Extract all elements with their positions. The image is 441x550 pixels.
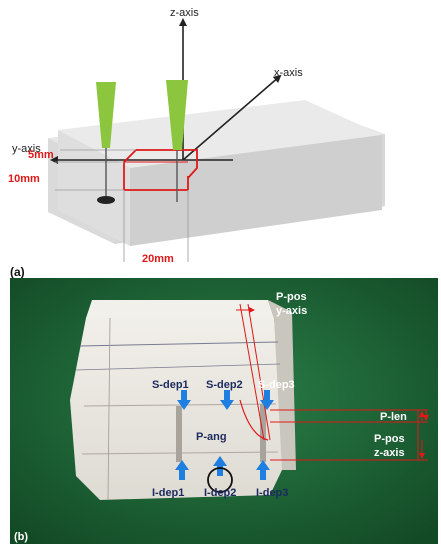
photo-block-side	[268, 300, 296, 470]
dim-10mm-label: 10mm	[8, 173, 40, 185]
label-plen: P-len	[380, 411, 407, 423]
panel-a: z-axis x-axis y-axis 5mm 10mm 20mm (a)	[8, 7, 385, 279]
x-axis-line	[182, 74, 282, 161]
blue-arrow-idep1	[175, 460, 189, 480]
label-ppos-y-1: P-pos	[276, 291, 307, 303]
blue-arrow-idep2	[213, 456, 227, 476]
x-axis-label: x-axis	[274, 67, 303, 79]
panel-b-label: (b)	[14, 531, 28, 543]
needle-left-body	[96, 82, 116, 148]
y-axis-label: y-axis	[12, 143, 41, 155]
label-ppos-z-2: z-axis	[374, 447, 405, 459]
blue-arrow-sdep3	[260, 390, 274, 410]
red-line-ppos-y-2	[247, 303, 271, 441]
label-ppos-z-1: P-pos	[374, 433, 405, 445]
panel-b: P-pos y-axis S-dep1 S-dep2 S-dep3 P-ang …	[10, 278, 438, 544]
slit-1	[176, 406, 182, 462]
block-line-3	[83, 403, 277, 407]
label-sdep2: S-dep2	[206, 379, 243, 391]
label-idep2: I-dep2	[204, 487, 236, 499]
block-front	[58, 130, 130, 246]
needle-right-body	[166, 80, 188, 150]
black-circle-marker	[207, 467, 233, 493]
blue-arrow-sdep1	[177, 390, 191, 410]
label-pang: P-ang	[196, 431, 227, 443]
block-top	[58, 100, 382, 168]
block-line-2	[75, 363, 281, 371]
label-ppos-y-2: y-axis	[276, 305, 307, 317]
label-sdep3: S-dep3	[258, 379, 295, 391]
label-idep3: I-dep3	[256, 487, 288, 499]
dim-5mm-label: 5mm	[28, 149, 54, 161]
label-sdep1: S-dep1	[152, 379, 189, 391]
panel-a-label: (a)	[10, 265, 25, 279]
block-line-1	[79, 341, 279, 347]
label-idep1: I-dep1	[152, 487, 184, 499]
needle-left-hole	[97, 196, 115, 204]
blue-arrow-idep3	[256, 460, 270, 480]
block-line-vert	[107, 317, 111, 501]
red-angle-arc	[239, 399, 269, 441]
photo-block-top	[86, 300, 274, 318]
red-region-outline	[123, 149, 198, 190]
block-right	[130, 135, 382, 246]
z-axis-label: z-axis	[170, 7, 199, 19]
dim-20mm-label: 20mm	[142, 253, 174, 265]
blue-arrow-sdep2	[220, 390, 234, 410]
red-line-ppos-y-1	[239, 303, 265, 441]
